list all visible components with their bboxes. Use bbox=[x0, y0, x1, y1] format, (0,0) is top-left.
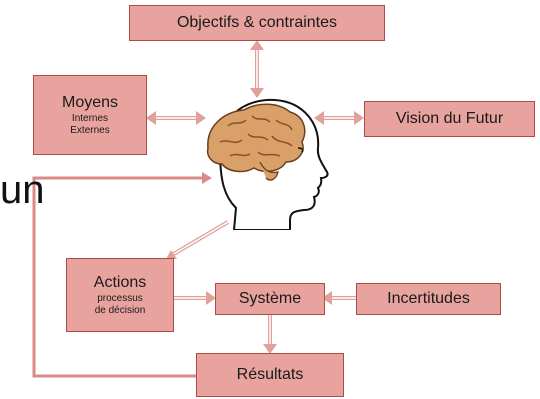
arrow-moyens-head bbox=[146, 111, 206, 125]
box-moyens-line-1: Internes bbox=[71, 112, 109, 124]
arrow-systeme-resultats bbox=[263, 314, 277, 354]
arrow-actions-systeme bbox=[174, 291, 216, 305]
box-systeme: Système bbox=[215, 283, 325, 315]
box-moyens: Moyens Internes Externes bbox=[33, 75, 147, 155]
box-moyens-line-2: Externes bbox=[70, 124, 110, 136]
box-systeme-title: Système bbox=[238, 290, 302, 308]
box-actions-line-2: de décision bbox=[94, 304, 146, 316]
box-actions-title: Actions bbox=[93, 274, 147, 292]
box-vision: Vision du Futur bbox=[364, 101, 535, 137]
box-incertitudes: Incertitudes bbox=[356, 283, 501, 315]
box-moyens-title: Moyens bbox=[61, 94, 119, 112]
arrow-objectifs-head bbox=[250, 40, 264, 98]
box-objectifs: Objectifs & contraintes bbox=[129, 5, 385, 41]
box-actions: Actions processus de décision bbox=[66, 258, 174, 332]
arrow-incertitudes-systeme bbox=[322, 291, 356, 305]
head-with-brain-icon bbox=[206, 98, 329, 230]
arrow-head-actions bbox=[166, 220, 230, 259]
box-actions-line-1: processus bbox=[97, 292, 143, 304]
box-vision-title: Vision du Futur bbox=[395, 110, 504, 128]
box-resultats-title: Résultats bbox=[236, 366, 304, 384]
arrow-head-vision bbox=[314, 111, 364, 125]
background-text: un bbox=[0, 168, 45, 212]
arrow-feedback-loop bbox=[32, 172, 212, 378]
box-resultats: Résultats bbox=[196, 353, 344, 397]
box-objectifs-title: Objectifs & contraintes bbox=[176, 14, 338, 32]
box-incertitudes-title: Incertitudes bbox=[387, 290, 470, 308]
